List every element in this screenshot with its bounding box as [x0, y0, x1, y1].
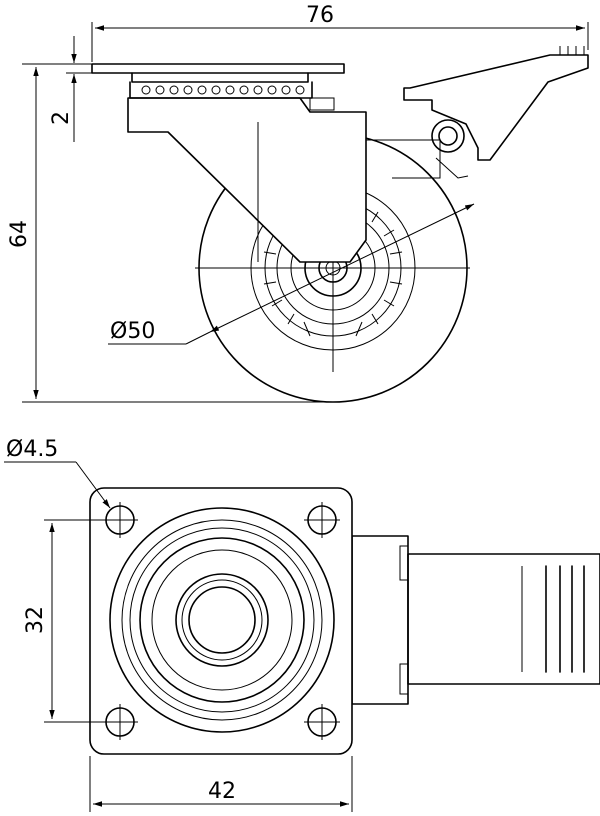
dim-plate-label: 2 [49, 111, 74, 125]
brake-pedal-top [407, 553, 600, 685]
ring-6 [175, 573, 269, 667]
top-plate [91, 63, 345, 111]
dim-hole-diameter: Ø4.5 [4, 437, 111, 509]
brake-mount [309, 97, 335, 111]
dim-42: 42 [89, 756, 353, 812]
dim-wheel-diameter-label: Ø50 [110, 319, 155, 344]
top-view: Ø4.5 32 42 [4, 437, 600, 812]
ring-3 [129, 527, 315, 713]
mounting-plate [91, 63, 345, 74]
bearing-balls [141, 85, 305, 95]
dim-diameter-50: Ø50 [108, 203, 475, 345]
brake-notch-top [399, 545, 409, 581]
mounting-holes [102, 502, 340, 740]
ring-5 [151, 549, 293, 691]
ring-4 [139, 537, 305, 703]
dim-plate-width-label: 42 [208, 779, 236, 804]
dim-hole-spacing-label: 32 [23, 606, 48, 634]
hole-bottom-right [304, 704, 340, 740]
brake-bracket [366, 139, 441, 179]
plate-step [131, 72, 309, 83]
brake-housing [351, 535, 600, 705]
pedal-grip-lines-top [545, 565, 585, 673]
ring-7 [181, 579, 263, 661]
dim-32: 32 [23, 519, 104, 723]
brake-spring [435, 157, 469, 179]
brake-pedal [403, 54, 589, 161]
pedal-grip-lines [559, 46, 585, 55]
brake-lever [403, 46, 589, 179]
dim-76: 76 [91, 3, 589, 62]
dim-height-label: 64 [7, 220, 32, 248]
brake-notch-bottom [399, 663, 409, 695]
brake-pivot-outer [431, 119, 465, 153]
fork-leg [127, 97, 367, 263]
brake-pivot-inner [438, 126, 458, 146]
side-view: 76 64 2 Ø50 [7, 3, 589, 403]
ring-8 [188, 586, 256, 654]
bearing-race [129, 81, 313, 99]
dim-64: 64 [7, 63, 333, 403]
hole-top-left [102, 502, 138, 538]
ring-2 [121, 519, 323, 721]
dim-2: 2 [49, 36, 92, 142]
dim-hole-diameter-label: Ø4.5 [6, 437, 58, 462]
swivel-rings [109, 507, 335, 733]
hole-bottom-left [102, 704, 138, 740]
hole-top-right [304, 502, 340, 538]
dim-width-label: 76 [306, 3, 334, 28]
ring-outer [109, 507, 335, 733]
